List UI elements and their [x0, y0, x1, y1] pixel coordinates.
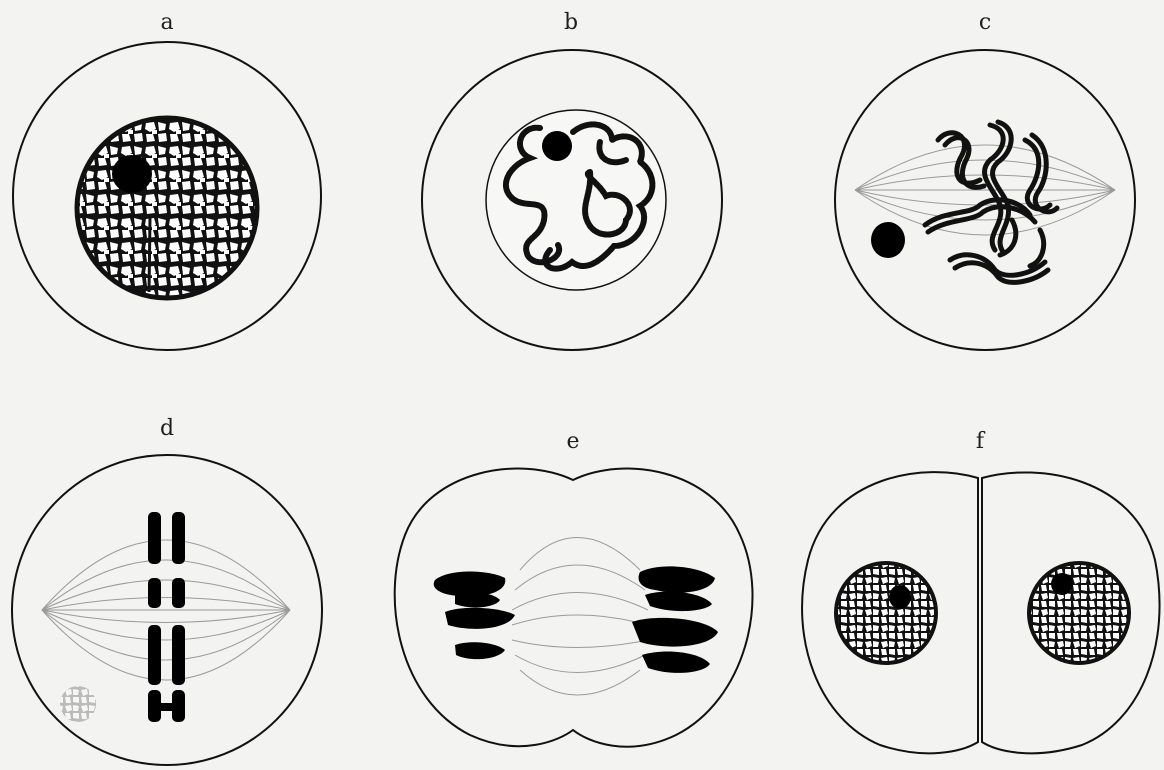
panel-label-b: b	[564, 12, 578, 34]
chromosomes-c	[925, 122, 1057, 282]
spindle-fibers-d	[42, 540, 290, 680]
panel-label-e: e	[566, 431, 579, 453]
panel-d-cell	[12, 455, 322, 765]
nucleus-f-left	[836, 563, 936, 663]
nucleolus-b	[542, 131, 572, 161]
spindle-fibers-c	[855, 145, 1115, 235]
nucleolus-remnant-d	[60, 686, 96, 722]
panel-label-d: d	[160, 418, 174, 440]
panel-e-cell	[395, 469, 753, 747]
panel-f-cell	[802, 472, 1160, 753]
nucleolus-f-right	[1051, 573, 1073, 595]
spindle-fibers-e	[512, 538, 648, 696]
nucleus-f-right	[1029, 563, 1129, 663]
nucleus-a	[77, 118, 257, 298]
nucleolus-f-left	[889, 585, 911, 609]
panel-a-cell	[13, 42, 321, 350]
chromosomes-d	[148, 512, 185, 722]
panel-b-cell	[422, 50, 722, 350]
chromosomes-e-right	[632, 566, 718, 673]
chromatin-strand-a	[149, 218, 150, 292]
panel-label-f: f	[976, 431, 984, 453]
panel-label-a: a	[160, 12, 173, 34]
panel-c-cell	[835, 50, 1135, 350]
nucleolus-c	[871, 222, 905, 258]
nucleolus-a	[112, 155, 152, 193]
chromosomes-e-left	[434, 572, 515, 660]
panel-label-c: c	[979, 12, 991, 34]
